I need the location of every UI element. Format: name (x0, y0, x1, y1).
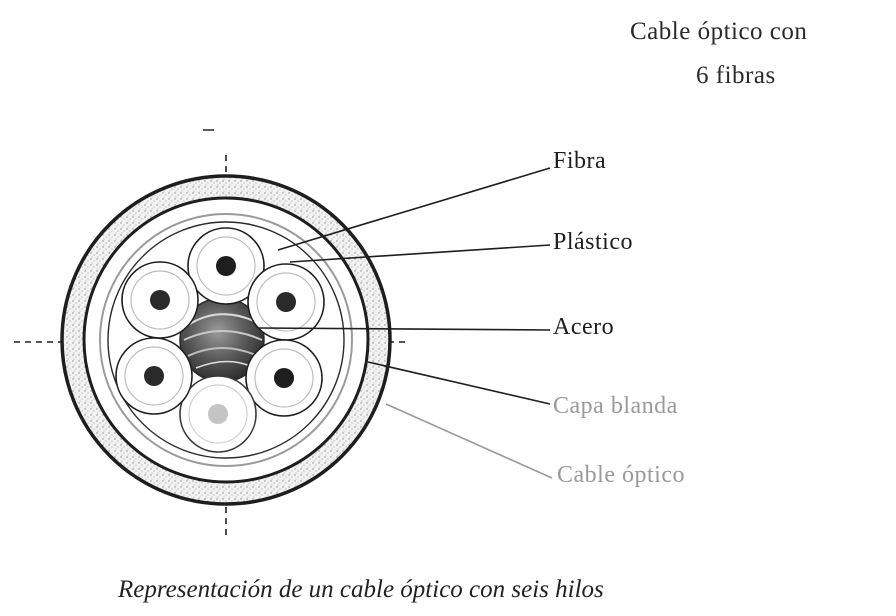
leader-acero (257, 327, 551, 331)
label-cable-optico: Cable óptico (557, 462, 685, 488)
figure-caption: Representación de un cable óptico con se… (118, 576, 604, 603)
label-plastico: Plástico (553, 229, 633, 255)
leader-fibra (277, 167, 551, 251)
fiber-lower-left (115, 337, 193, 415)
leader-plastico (289, 244, 551, 263)
diagram-title-line-1: Cable óptico con (630, 18, 808, 45)
leader-capa-blanda (367, 361, 551, 405)
label-capa-blanda: Capa blanda (553, 393, 678, 419)
leader-cable-optico (385, 403, 553, 479)
fiber-bottom (179, 375, 257, 453)
label-fibra: Fibra (553, 148, 607, 174)
fiber-lower-right (245, 339, 323, 417)
label-acero: Acero (553, 314, 615, 340)
leader-lines (257, 167, 553, 479)
fiber-top (187, 227, 265, 305)
diagram-title-line-2: 6 fibras (696, 62, 776, 89)
fiber-upper-left (121, 261, 199, 339)
